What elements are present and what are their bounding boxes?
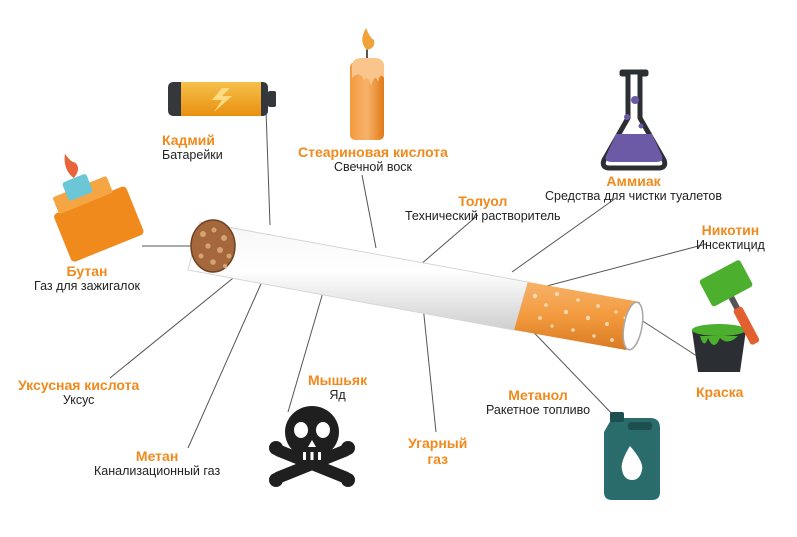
label-desc: Свечной воск [333,160,412,175]
label-title: Аммиак [606,173,661,189]
label-title: Стеариновая кислота [298,144,448,160]
flask-icon [600,69,668,171]
label-acetic: Уксусная кислота Уксус [18,377,139,407]
paint-bucket-icon [692,260,760,372]
label-paint: Краска [696,384,743,400]
lighter-icon [53,153,144,262]
filter-speckles [532,292,627,342]
label-title: Метан [135,448,179,464]
leader-line-methanol [519,317,617,419]
label-butane: Бутан Газ для зажигалок [34,263,140,293]
fuel-canister-icon [604,412,660,500]
label-co: Угарный газ [408,435,467,467]
cigarette-filter [514,282,640,350]
label-title: Мышьяк [308,372,368,388]
leader-line-methane [187,267,269,449]
leader-line-stearic [361,174,377,249]
cigarette-paper [187,221,529,331]
leader-line-acetic [109,265,249,379]
skull-crossbones-icon [269,406,355,487]
label-desc: Технический растворитель [405,209,561,224]
label-ammonia: Аммиак Средства для чистки туалетов [545,173,722,203]
label-methanol: Метанол Ракетное топливо [486,387,590,417]
leader-line-cadmium [265,109,271,226]
label-desc: Ракетное топливо [486,403,591,418]
label-title: Уксусная кислота [18,377,140,393]
label-title: Краска [696,384,744,400]
label-methane: Метан Канализационный газ [94,448,220,478]
tobacco-texture [198,227,232,269]
label-nicotine: Никотин Инсектицид [696,222,765,252]
leader-line-co [421,295,437,433]
battery-icon [168,82,276,116]
label-title: Толуол [458,193,508,209]
label-desc: Уксус [62,393,95,408]
label-title-line-1: Угарный [408,435,468,451]
label-title: Метанол [508,387,568,403]
label-desc: Яд [329,388,346,403]
leader-lines [109,109,707,449]
leader-line-arsenic [287,281,327,413]
label-arsenic: Мышьяк Яд [308,372,367,402]
leader-line-nicotine [523,243,707,293]
filter-end [622,301,644,351]
label-stearic: Стеариновая кислота Свечной воск [298,144,448,174]
label-title: Никотин [701,222,760,238]
label-title: Кадмий [162,132,215,148]
label-desc: Инсектицид [696,238,765,253]
label-desc: Газ для зажигалок [34,279,141,294]
leader-line-toluene [419,214,479,266]
leader-line-ammonia [511,197,617,273]
leader-line-paint [637,317,704,361]
label-desc: Канализационный газ [94,464,221,479]
label-title-line-2: газ [427,451,449,468]
label-cadmium: Кадмий Батарейки [162,132,223,162]
label-desc: Батарейки [162,148,223,163]
label-title: Бутан [66,263,108,279]
candle-icon [350,28,384,140]
label-toluene: Толуол Технический растворитель [405,193,561,223]
label-desc: Средства для чистки туалетов [545,189,723,204]
cigarette [187,219,644,351]
